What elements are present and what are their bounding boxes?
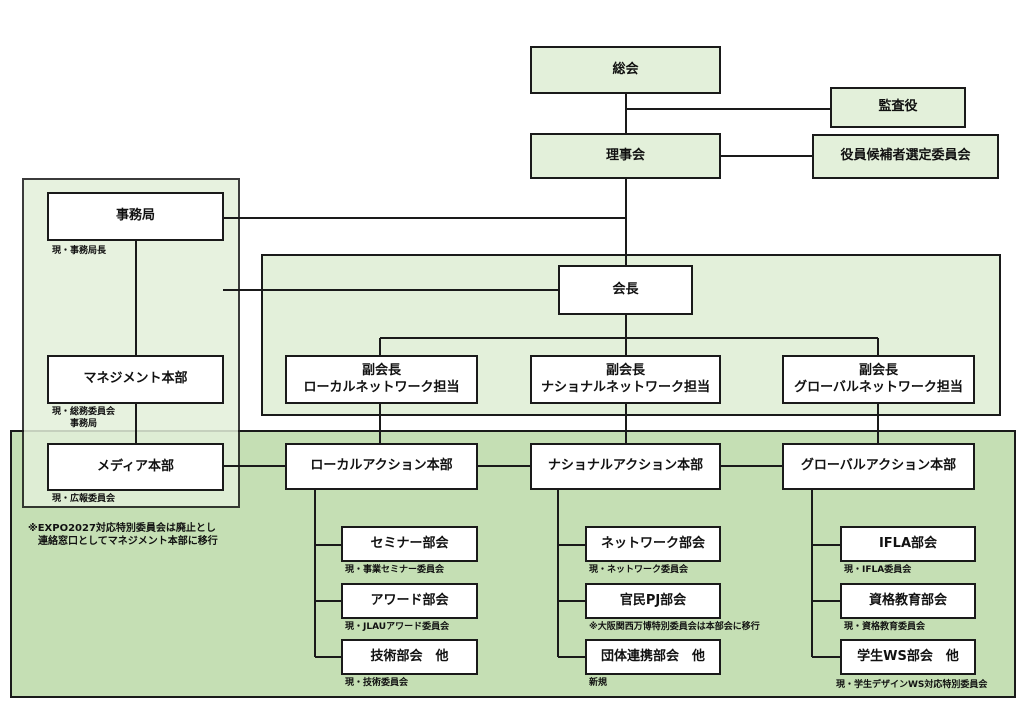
management-hq-box: マネジメント本部 [47, 355, 224, 404]
vp-national-box: 副会長 ナショナルネットワーク担当 [530, 355, 721, 404]
student-ws-note: 現・学生デザインWS対応特別委員会 [836, 680, 988, 690]
auditor-box: 監査役 [830, 87, 966, 128]
org-collab-note: 新規 [589, 678, 608, 688]
network-note: 現・ネットワーク委員会 [589, 565, 689, 575]
expo-note: ※EXPO2027対応特別委員会は廃止とし 連絡窓口としてマネジメント本部に移行 [28, 523, 218, 547]
technical-note: 現・技術委員会 [345, 678, 409, 688]
network-box: ネットワーク部会 [585, 526, 721, 562]
org-collab-box: 団体連携部会 他 [585, 639, 721, 675]
general-assembly-box: 総会 [530, 46, 721, 94]
national-action-hq-box: ナショナルアクション本部 [530, 443, 721, 490]
public-private-note: ※大阪関西万博特別委員会は本部会に移行 [589, 622, 760, 632]
ifla-note: 現・IFLA委員会 [844, 565, 912, 575]
qualification-note: 現・資格教育委員会 [844, 622, 926, 632]
media-hq-box: メディア本部 [47, 443, 224, 491]
local-action-hq-box: ローカルアクション本部 [285, 443, 478, 490]
public-private-box: 官民PJ部会 [585, 583, 721, 619]
award-note: 現・JLAUアワード委員会 [345, 622, 450, 632]
secretariat-note: 現・事務局長 [52, 246, 107, 256]
management-note: 現・総務委員会 事務局 [52, 407, 116, 429]
technical-box: 技術部会 他 [341, 639, 478, 675]
nomination-committee-box: 役員候補者選定委員会 [812, 134, 999, 179]
seminar-box: セミナー部会 [341, 526, 478, 562]
board-box: 理事会 [530, 133, 721, 179]
vp-local-box: 副会長 ローカルネットワーク担当 [285, 355, 478, 404]
media-note: 現・広報委員会 [52, 494, 116, 504]
qualification-box: 資格教育部会 [840, 583, 976, 619]
president-box: 会長 [558, 265, 693, 315]
student-ws-box: 学生WS部会 他 [840, 639, 976, 675]
vp-global-box: 副会長 グローバルネットワーク担当 [782, 355, 975, 404]
ifla-box: IFLA部会 [840, 526, 976, 562]
seminar-note: 現・事業セミナー委員会 [345, 565, 445, 575]
secretariat-box: 事務局 [47, 192, 224, 241]
global-action-hq-box: グローバルアクション本部 [782, 443, 975, 490]
award-box: アワード部会 [341, 583, 478, 619]
